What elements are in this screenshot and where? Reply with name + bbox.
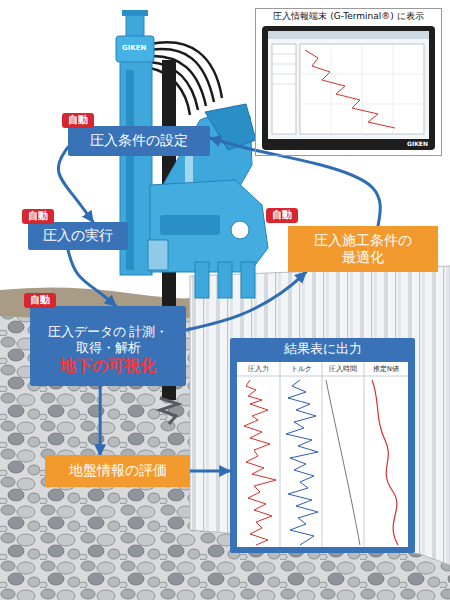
badge-text: 自動 [28,210,48,223]
column-header: 圧入力 [248,366,269,373]
node-text: 圧入データの 計測・取得・解析 [36,324,180,355]
sheet-pile-wall [190,266,450,565]
badge-text: 自動 [272,209,292,222]
badge-text: 自動 [30,294,50,307]
node-text: 地下の可視化 [60,356,156,376]
node-text: 圧入条件の設定 [90,132,188,150]
column-header: 圧入時間 [329,366,357,373]
node-text: 圧入の実行 [43,227,113,245]
soil-layer [0,287,190,319]
gravel-ground [0,292,190,600]
node-text: 圧入情報端末 (G-Terminal®) に表示 [273,11,423,22]
auto-badge: 自動 [24,293,56,308]
process-box: 圧入の実行自動 [28,222,128,250]
auto-badge: 自動 [266,208,298,223]
panel-ground [255,8,442,156]
result-panel: 結果表に出力 [230,338,415,553]
monitor-panel: 圧入情報端末 (G-Terminal®) に表示 [255,8,442,156]
node-text: 圧入施工条件の 最適化 [294,232,432,267]
monitor-illustration [262,26,435,150]
flow-arrow [99,386,102,455]
auto-badge: 自動 [62,113,94,128]
flow-arrow [210,138,380,226]
process-box: 圧入条件の設定自動 [68,126,210,156]
flow-arrow [68,250,116,306]
process-box: 地盤情報の評価 [45,455,190,487]
flow-arrow [186,272,306,330]
process-box: 圧入施工条件の 最適化自動 [288,226,438,272]
badge-text: 自動 [68,114,88,127]
flow-arrow [190,470,230,473]
result-chart [230,338,415,553]
process-box: 圧入データの 計測・取得・解析地下の可視化自動 [30,306,186,386]
brand-logo: GIKEN [122,45,146,53]
node-text: 結果表に出力 [284,341,362,357]
flow-arrow [58,147,93,222]
brand-logo: GIKEN [407,141,428,148]
column-header: 推定N値 [373,366,399,373]
column-header: トルク [291,366,312,373]
auto-badge: 自動 [22,209,54,224]
node-text: 地盤情報の評価 [69,462,167,480]
